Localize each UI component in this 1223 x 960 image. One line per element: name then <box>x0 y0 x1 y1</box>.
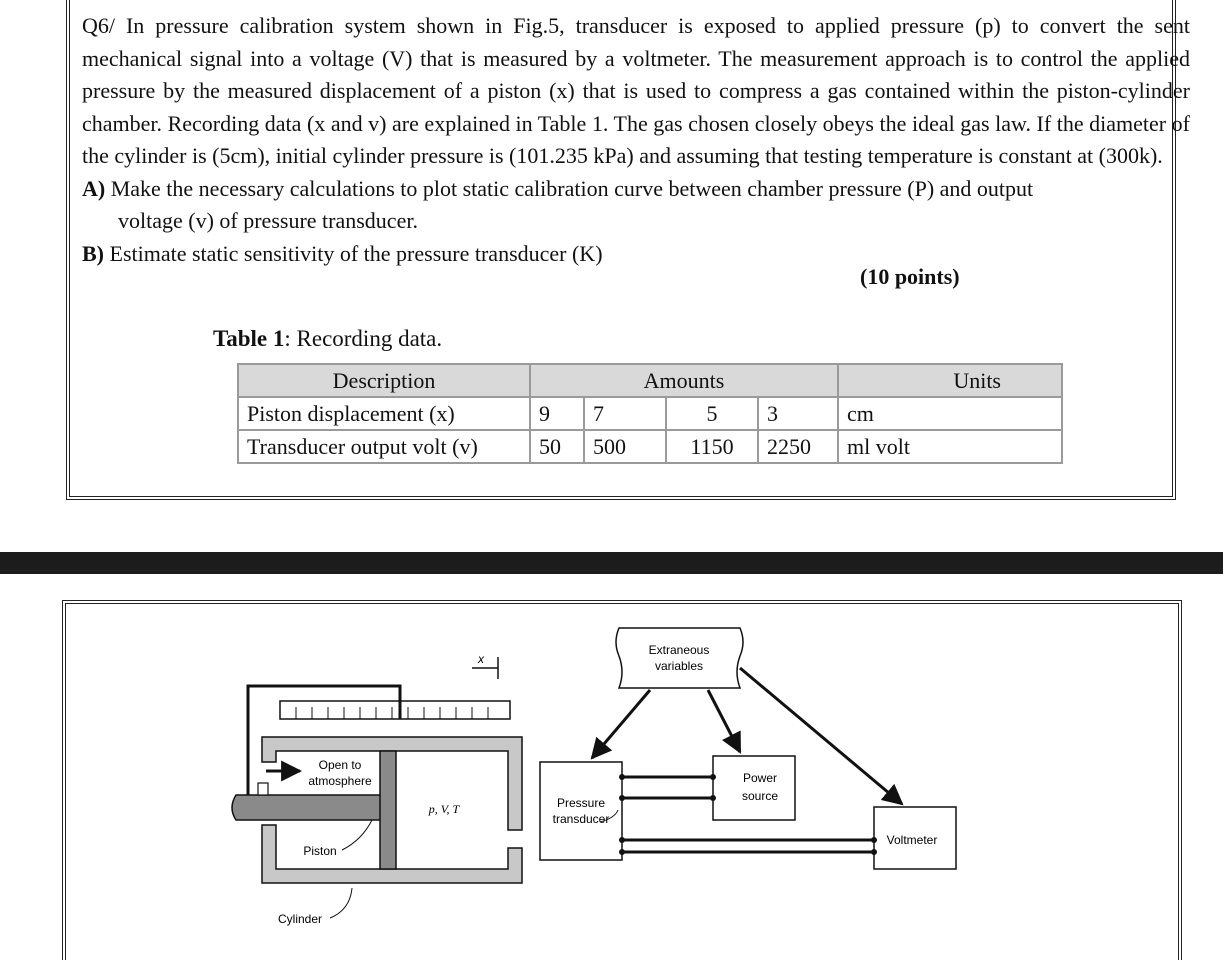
pointer-bracket <box>246 684 402 795</box>
table-cell: 7 <box>583 396 667 431</box>
row-description: Transducer output volt (v) <box>237 429 531 464</box>
table-cell: 9 <box>529 396 585 431</box>
power-source-box <box>712 755 796 821</box>
power-label-2: source <box>742 789 778 803</box>
recording-table: Description Amounts Units Piston displac… <box>237 363 1063 464</box>
part-b-text: Estimate static sensitivity of the press… <box>104 240 603 266</box>
part-a-line1: Make the necessary calculations to plot … <box>105 175 1034 201</box>
separator-band <box>0 552 1223 574</box>
part-b-label: B) <box>82 240 104 266</box>
transducer-label-1: Pressure <box>557 796 605 810</box>
question-text: Q6/ In pressure calibration system shown… <box>82 10 1190 270</box>
table-cell: 5 <box>665 396 759 431</box>
table-row: Piston displacement (x) 9 7 5 3 cm <box>237 396 1063 431</box>
table-caption-rest: : Recording data. <box>284 326 443 351</box>
part-a-label: A) <box>82 175 106 201</box>
extraneous-label-1: Extraneous <box>649 643 710 657</box>
header-amounts: Amounts <box>529 363 839 398</box>
x-indicator: x <box>472 652 499 679</box>
piston <box>379 750 397 870</box>
piston-rod <box>231 794 385 821</box>
power-label-1: Power <box>743 771 777 785</box>
header-units: Units <box>837 363 1063 398</box>
x-label: x <box>477 652 485 666</box>
table-cell: 500 <box>583 429 667 464</box>
table-cell: 3 <box>757 396 839 431</box>
extraneous-label-2: variables <box>655 659 703 673</box>
question-frame <box>66 0 1176 500</box>
extraneous-box <box>615 627 744 689</box>
table-caption-bold: Table 1 <box>213 326 285 351</box>
voltmeter-label: Voltmeter <box>887 833 938 847</box>
points-label: (10 points) <box>860 264 960 289</box>
open-label-1: Open to <box>319 758 362 772</box>
part-a-line2: voltage (v) of pressure transducer. <box>118 208 418 233</box>
row-unit: cm <box>837 396 1063 431</box>
part-a: A) Make the necessary calculations to pl… <box>82 173 1190 206</box>
table-caption: Table 1: Recording data. <box>213 326 442 352</box>
row-unit: ml volt <box>837 429 1063 464</box>
transducer-box <box>539 761 623 861</box>
table-cell: 50 <box>529 429 585 464</box>
table-cell: 2250 <box>757 429 839 464</box>
table-header-row: Description Amounts Units <box>237 363 1063 398</box>
cylinder <box>261 736 523 884</box>
calibration-diagram: x Open to atmosphere p, V, T Piston Cyli… <box>231 627 957 926</box>
header-description: Description <box>237 363 531 398</box>
cylinder-label: Cylinder <box>278 912 322 926</box>
piston-label: Piston <box>303 844 336 858</box>
row-description: Piston displacement (x) <box>237 396 531 431</box>
table-cell: 1150 <box>665 429 759 464</box>
part-b: B) Estimate static sensitivity of the pr… <box>82 238 1190 271</box>
displacement-scale <box>279 700 511 720</box>
open-label-2: atmosphere <box>308 774 372 788</box>
pvt-label: p, V, T <box>428 802 461 816</box>
table-row: Transducer output volt (v) 50 500 1150 2… <box>237 429 1063 464</box>
transducer-label-2: transducer <box>553 812 610 826</box>
question-body: Q6/ In pressure calibration system shown… <box>82 13 1190 168</box>
figure-frame <box>62 600 1182 960</box>
